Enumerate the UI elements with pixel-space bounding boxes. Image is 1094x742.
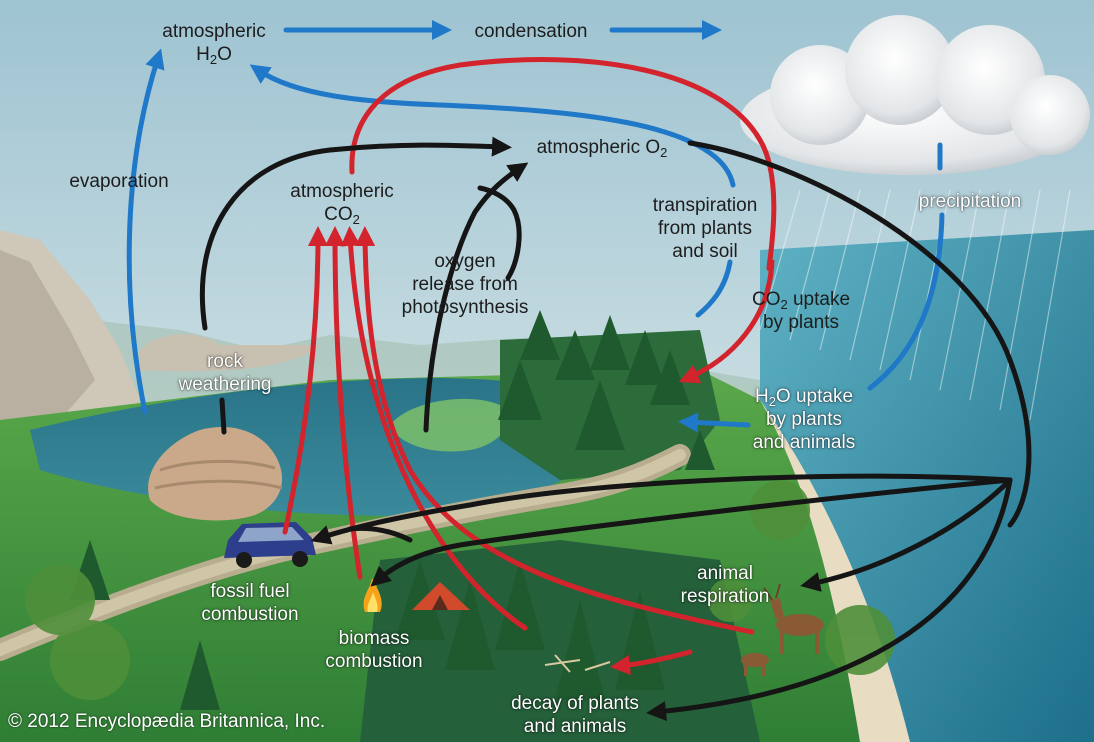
decay-arrow	[610, 649, 693, 675]
to-car-arrow	[310, 473, 1013, 545]
rock-icon	[148, 427, 283, 521]
deer-icon	[741, 583, 824, 676]
biomass-co2-arrow-1	[325, 226, 363, 580]
precipitation-arrow-bottom	[867, 212, 945, 391]
biomass-combustion-label: biomass combustion	[325, 628, 423, 672]
fire-icon	[363, 578, 382, 612]
animal-respiration-label: animal respiration	[680, 563, 770, 607]
h2o-uptake-label: H2O uptake by plants and animals	[752, 386, 856, 453]
o2-consumption-arrow	[687, 140, 1032, 528]
atmospheric-co2-label: atmospheric CO2	[290, 181, 394, 227]
co2-uptake-label: CO2 uptake by plants	[751, 289, 851, 333]
to-animal-arrow	[800, 477, 1013, 592]
photosynthesis-arrow	[423, 162, 529, 433]
rock-weathering-lower	[219, 397, 227, 435]
fossil-fuel-combustion-label: fossil fuel combustion	[201, 581, 299, 625]
tent-icon	[412, 582, 470, 610]
h2o-uptake-arrow	[678, 412, 751, 433]
atmospheric-o2-label: atmospheric O2	[536, 137, 668, 160]
transpiration-lower-arrow	[695, 259, 733, 318]
copyright-text: © 2012 Encyclopædia Britannica, Inc.	[8, 711, 326, 732]
oxygen-cycle-arrows	[199, 136, 1032, 721]
precipitation-label: precipitation	[918, 191, 1022, 212]
evaporation-label: evaporation	[69, 171, 169, 192]
to-car-arrow-split	[347, 525, 413, 543]
respiration-co2-arrow	[355, 226, 755, 635]
condensation-label: condensation	[474, 21, 588, 42]
to-decay-arrow	[646, 477, 1013, 721]
decay-remains	[544, 654, 611, 673]
forest-bottom	[360, 540, 760, 742]
rain-icon	[759, 189, 1071, 421]
decay-label: decay of plants and animals	[511, 693, 639, 737]
to-fire-arrow	[370, 477, 1013, 587]
carbon-cycle-arrows	[282, 57, 777, 675]
evaporation-arrow	[126, 48, 165, 415]
fossil-fuel-co2-arrow	[282, 226, 328, 535]
oxygen-release-label: oxygen release from photosynthesis	[401, 251, 529, 318]
weathering-to-o2-arrow	[199, 136, 512, 331]
transpiration-label: transpiration from plants and soil	[652, 195, 758, 262]
co2-uptake-arrow	[349, 57, 777, 384]
photosynthesis-branch	[477, 185, 522, 281]
cloud-icon	[740, 15, 1090, 175]
biomass-co2-arrow-2	[340, 226, 528, 631]
atmospheric-h2o-label: atmospheric H2O	[162, 21, 266, 67]
rock-weathering-label: rock weathering	[178, 351, 272, 395]
tree-icon	[70, 310, 715, 710]
